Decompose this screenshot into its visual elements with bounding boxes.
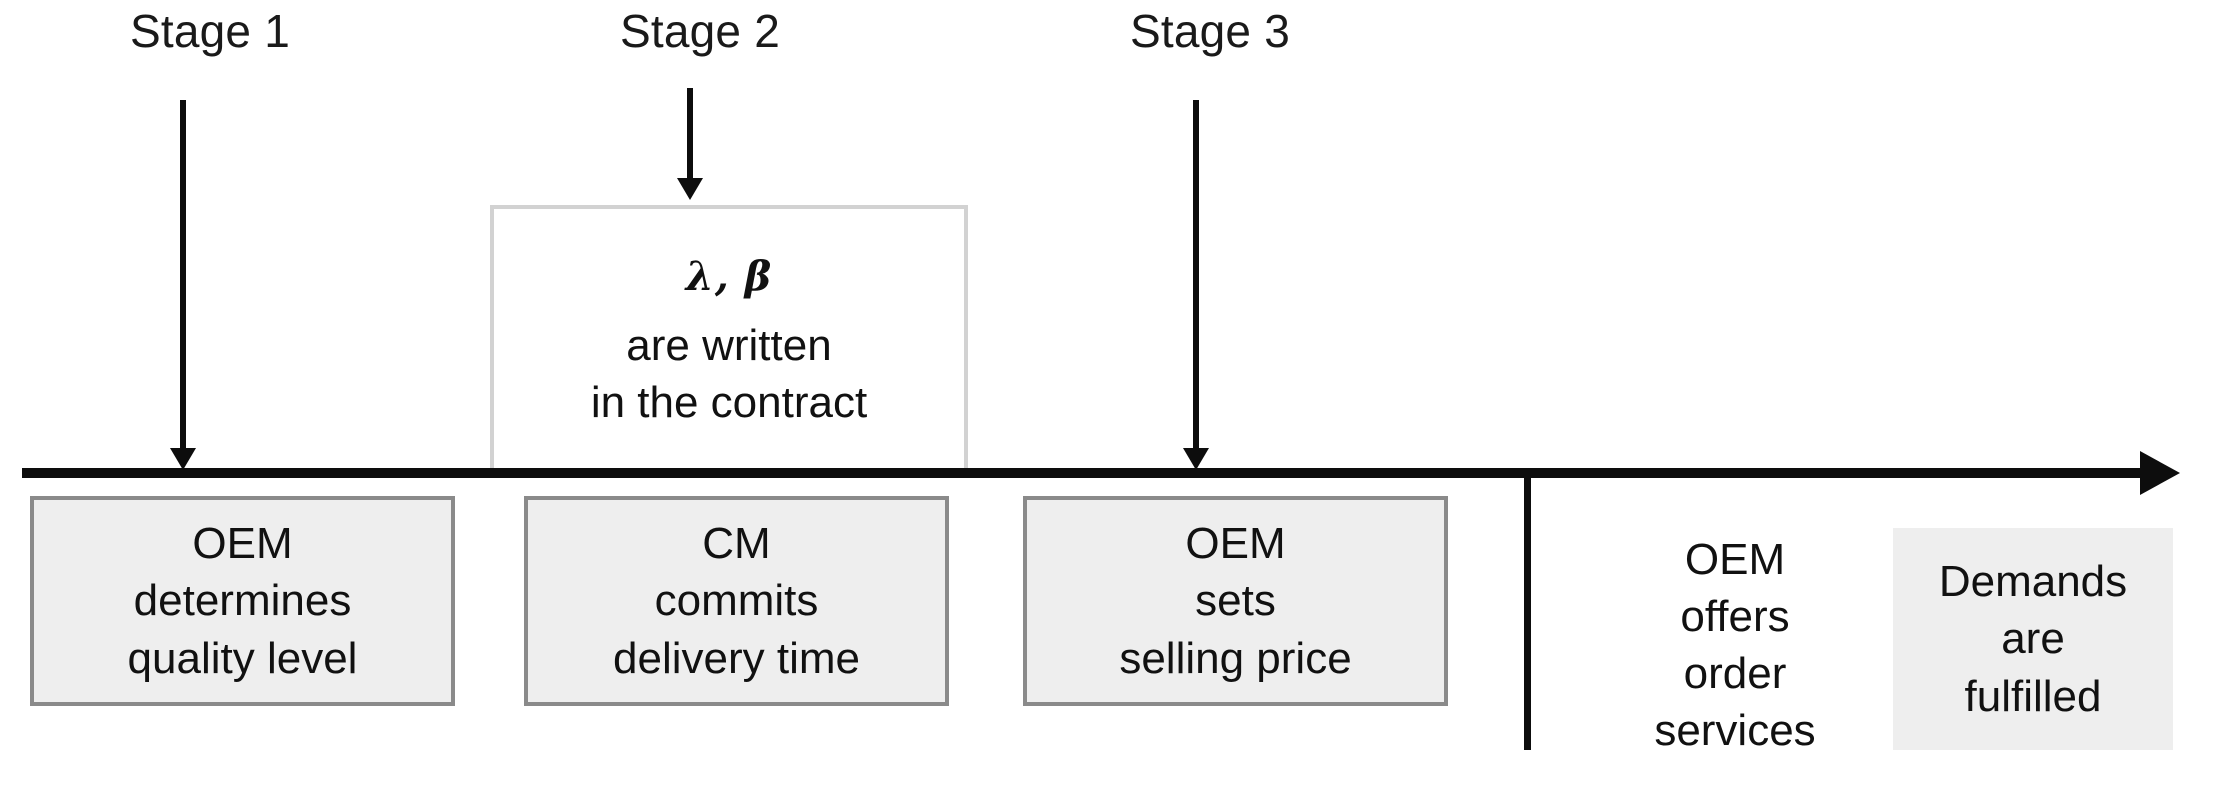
node-line: are — [2001, 614, 2065, 664]
node-line: services — [1654, 706, 1816, 756]
node-line: determines — [133, 576, 352, 626]
node-oem-order-services: OEM offers order services — [1585, 500, 1885, 790]
contract-symbols: λ, β — [685, 252, 773, 300]
node-line: fulfilled — [1964, 671, 2102, 721]
node-line: quality level — [127, 633, 358, 683]
node-line: OEM — [1185, 519, 1286, 569]
node-line: offers — [1680, 591, 1790, 641]
node-line: order — [1683, 649, 1787, 698]
timeline-arrow-icon — [2140, 451, 2180, 495]
node-line: OEM — [192, 519, 293, 569]
timeline-axis — [22, 468, 2142, 478]
stage-1-arrow — [170, 100, 196, 470]
node-cm-delivery: CM commits delivery time — [524, 496, 949, 706]
stage-3-arrow — [1183, 100, 1209, 470]
node-line: selling price — [1119, 633, 1352, 683]
node-oem-price: OEM sets selling price — [1023, 496, 1448, 706]
node-line: Demands — [1938, 557, 2128, 607]
node-demands-fulfilled: Demands are fulfilled — [1893, 528, 2173, 750]
stage-label-1: Stage 1 — [130, 5, 290, 57]
stage-2-arrow — [677, 88, 703, 200]
contract-line-1: are written — [626, 320, 832, 370]
contract-box: λ, β are written in the contract — [490, 205, 968, 477]
node-oem-quality: OEM determines quality level — [30, 496, 455, 706]
node-line: sets — [1195, 576, 1276, 626]
node-line: CM — [702, 519, 771, 569]
contract-line-2: in the contract — [590, 378, 868, 427]
timeline-tick-mark — [1524, 472, 1531, 750]
stage-label-3: Stage 3 — [1130, 5, 1290, 57]
node-line: delivery time — [613, 633, 860, 683]
stage-label-2: Stage 2 — [620, 5, 780, 57]
node-line: OEM — [1684, 534, 1786, 584]
node-line: commits — [654, 576, 819, 626]
